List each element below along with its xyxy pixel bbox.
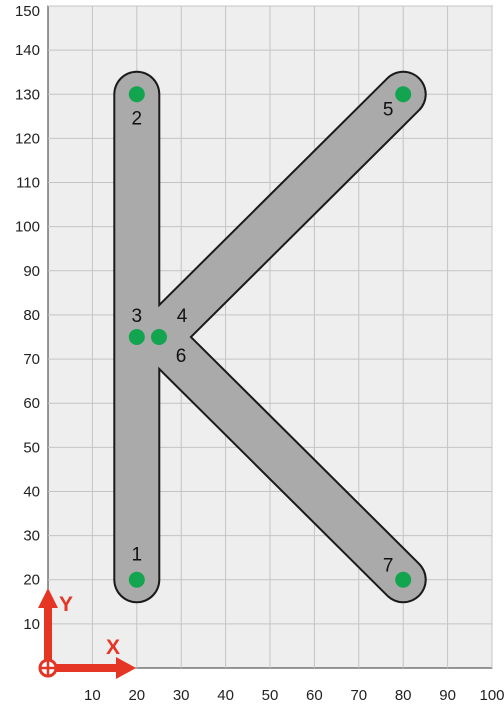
x-tick-label: 70	[350, 687, 367, 704]
stroke-body-3	[137, 315, 425, 602]
x-tick-label: 100	[479, 687, 504, 704]
y-tick-label: 50	[23, 439, 40, 456]
point-marker-7	[395, 571, 412, 588]
stroke-body-2	[137, 72, 425, 359]
y-tick-label: 30	[23, 528, 40, 545]
y-tick-label: 150	[15, 3, 40, 20]
y-tick-label: 130	[15, 86, 40, 103]
point-marker-3	[128, 329, 145, 345]
y-tick-label: 70	[23, 351, 40, 368]
point-marker-2	[128, 86, 145, 103]
y-tick-label: 40	[23, 483, 40, 500]
x-tick-label: 50	[262, 687, 279, 704]
x-tick-label: 10	[84, 687, 101, 704]
point-label-6: 6	[176, 346, 187, 367]
y-tick-label: 20	[23, 572, 40, 589]
x-tick-label: 30	[173, 687, 190, 704]
y-axis-arrow-icon	[38, 588, 58, 662]
y-tick-label: 100	[15, 219, 40, 236]
point-label-3: 3	[132, 306, 143, 327]
point-marker-1	[128, 571, 145, 588]
point-label-2: 2	[132, 108, 143, 129]
point-marker-4	[151, 329, 167, 345]
x-tick-label: 90	[439, 687, 456, 704]
y-tick-label: 10	[23, 616, 40, 633]
y-tick-label: 90	[23, 263, 40, 280]
x-tick-label: 20	[128, 687, 145, 704]
x-tick-label: 40	[217, 687, 234, 704]
y-tick-label: 60	[23, 395, 40, 412]
point-label-5: 5	[383, 99, 394, 120]
point-label-1: 1	[132, 545, 143, 566]
point-label-4: 4	[177, 306, 188, 327]
k-letter-shape	[113, 70, 427, 604]
y-axis-label: Y	[59, 593, 73, 616]
coordinate-origin: Y X	[38, 588, 136, 679]
x-axis-label: X	[106, 636, 120, 659]
x-tick-label: 80	[395, 687, 412, 704]
data-points: 1 2 3 4 5 6 7	[128, 86, 412, 588]
y-tick-label: 140	[15, 42, 40, 59]
y-tick-label: 110	[16, 175, 40, 192]
x-tick-label: 60	[306, 687, 323, 704]
y-tick-label: 120	[15, 130, 40, 147]
tick-labels: 10 20 30 40 50 60 70 80 90 100 10 20 30 40 50 60 70 80 90 1…	[15, 3, 504, 704]
point-marker-5	[395, 86, 412, 103]
x-axis-arrow-icon	[54, 657, 136, 679]
point-label-7: 7	[383, 556, 394, 577]
y-tick-label: 80	[23, 307, 40, 324]
